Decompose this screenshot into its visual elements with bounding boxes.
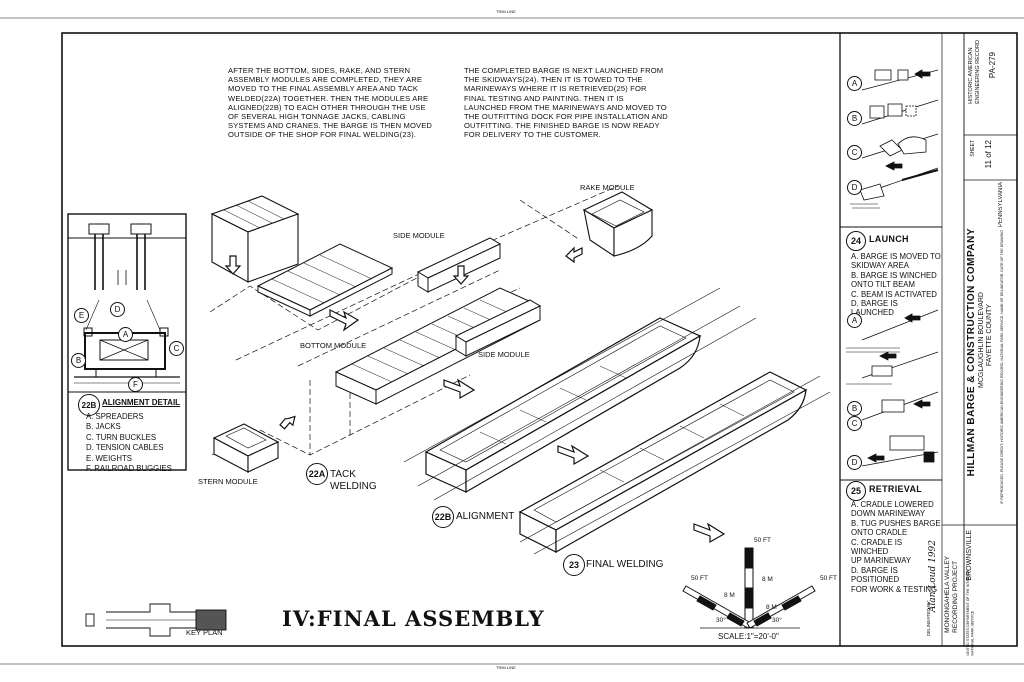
bottom-row-assembly [334,287,542,405]
title-block-project: MONONGAHELA VALLEY RECORDING PROJECT [944,556,959,633]
align-callout-c: C [169,341,184,356]
scale-figure [682,547,816,629]
title-block-sheet-num: 11 of 12 [984,140,993,169]
rake-module-label: RAKE MODULE [580,183,635,192]
assembly-description-left: AFTER THE BOTTOM, SIDES, RAKE, AND STERN… [228,66,433,140]
bottom-module-label: BOTTOM MODULE [300,341,367,350]
trim-line-top: TRIM LINE [496,9,516,14]
title-block-record-num: PA-279 [988,52,997,79]
retrieval-callout-d: D [847,455,862,470]
align-callout-e: E [74,308,89,323]
list-item: B. JACKS [86,422,121,432]
stern-module-label: STERN MODULE [198,477,258,486]
launch-title: LAUNCH [869,234,909,244]
delineator-signature: Alan Loud 1992 [928,540,938,613]
step-22a-label: TACK WELDING [330,469,377,492]
step-23-badge: 23 [563,554,585,576]
retrieval-sketches [846,309,939,467]
step-22b-badge: 22B [432,506,454,528]
title-block-company: HILLMAN BARGE & CONSTRUCTION COMPANY [966,228,977,477]
step-22b-label: ALIGNMENT [456,511,515,522]
trim-line-bottom: TRIM LINE [496,665,516,670]
align-callout-a: A [118,327,133,342]
scale-label: SCALE:1"=20'-0" [718,632,779,641]
title-block-state: PENNSYLVANIA [998,182,1004,228]
title-block-sheet-label: SHEET [970,140,976,157]
barge-alignment [518,371,808,554]
scale-left-mid: 8 M [724,592,735,599]
launch-callout-c: C [847,145,862,160]
list-item: F. RAILROAD BUGGIES [86,464,172,474]
list-item: E. WEIGHTS [86,453,132,463]
scale-center-mid: 8 M [762,576,773,583]
bottom-module [256,243,394,317]
step-22a-badge: 22A [306,463,328,485]
side-module-upper [416,237,502,293]
scale-angle-left: 30° [716,617,726,624]
title-block-address: MCGLAUGHLIN BOULEVARD [978,292,985,388]
scale-top-label: 50 FT [754,537,771,544]
stern-module [212,423,280,473]
barge-tack-welding [424,317,702,494]
title-block-record: HISTORIC AMERICAN ENGINEERING RECORD [968,40,981,104]
alignment-detail-list: A. SPREADERS B. JACKS C. TURN BUCKLES D.… [86,412,172,474]
retrieval-title: RETRIEVAL [869,484,923,494]
retrieval-steps: A. CRADLE LOWERED DOWN MARINEWAY B. TUG … [851,500,941,594]
side-module-label-bottom: SIDE MODULE [478,350,530,359]
key-plan-figure [85,603,227,637]
step-22b-number: 22B [434,512,452,522]
retrieval-callout-a: A [847,313,862,328]
list-item: C. TURN BUCKLES [86,432,157,442]
align-callout-f: F [128,377,143,392]
launch-callout-d: D [847,180,862,195]
alignment-detail-figure [67,213,187,471]
rake-module [582,191,654,258]
list-item: A. SPREADERS [86,412,144,421]
title-block-fine-print: IF REPRODUCED, PLEASE CREDIT: HISTORIC A… [1000,230,1004,504]
title-block-nps: UNITED STATES DEPARTMENT OF THE INTERIOR… [966,570,975,656]
scale-right-mid: 8 M [766,604,777,611]
alignment-detail-title: ALIGNMENT DETAIL [102,398,181,407]
retrieval-callout-c: C [847,416,862,431]
side-module-label-top: SIDE MODULE [393,231,445,240]
rails-22b [519,375,831,555]
step-22a-number: 22A [308,469,326,479]
list-item: D. TENSION CABLES [86,443,164,453]
retrieval-callout-b: B [847,401,862,416]
launch-callout-b: B [847,111,862,126]
align-callout-d: D [110,302,125,317]
scale-angle-right: 30° [772,617,782,624]
rails-22a [403,287,757,501]
launch-number: 24 [850,236,861,246]
alignment-detail-badge: 22B [78,394,100,416]
title-block-county: FAYETTE COUNTY [986,304,993,367]
launch-badge: 24 [846,231,866,251]
step-23-label: FINAL WELDING [586,559,664,570]
alignment-detail-number: 22B [81,400,97,410]
launch-callout-a: A [847,76,862,91]
step-23-number: 23 [568,560,579,570]
assembly-description-right: THE COMPLETED BARGE IS NEXT LAUNCHED FRO… [464,66,668,140]
launch-sketches [850,69,939,209]
scale-left-label: 50 FT [691,575,708,582]
scale-right-label: 50 FT [820,575,837,582]
retrieval-badge: 25 [846,481,866,501]
process-arrows [224,246,726,544]
sheet-title: IV:FINAL ASSEMBLY [282,606,545,631]
retrieval-number: 25 [850,486,861,496]
launch-steps: A. BARGE IS MOVED TO SKIDWAY AREA B. BAR… [851,252,941,318]
align-callout-b: B [71,353,86,368]
key-plan-label: KEY PLAN [186,628,223,637]
side-module-lower [454,299,542,357]
deck-module [210,195,300,283]
